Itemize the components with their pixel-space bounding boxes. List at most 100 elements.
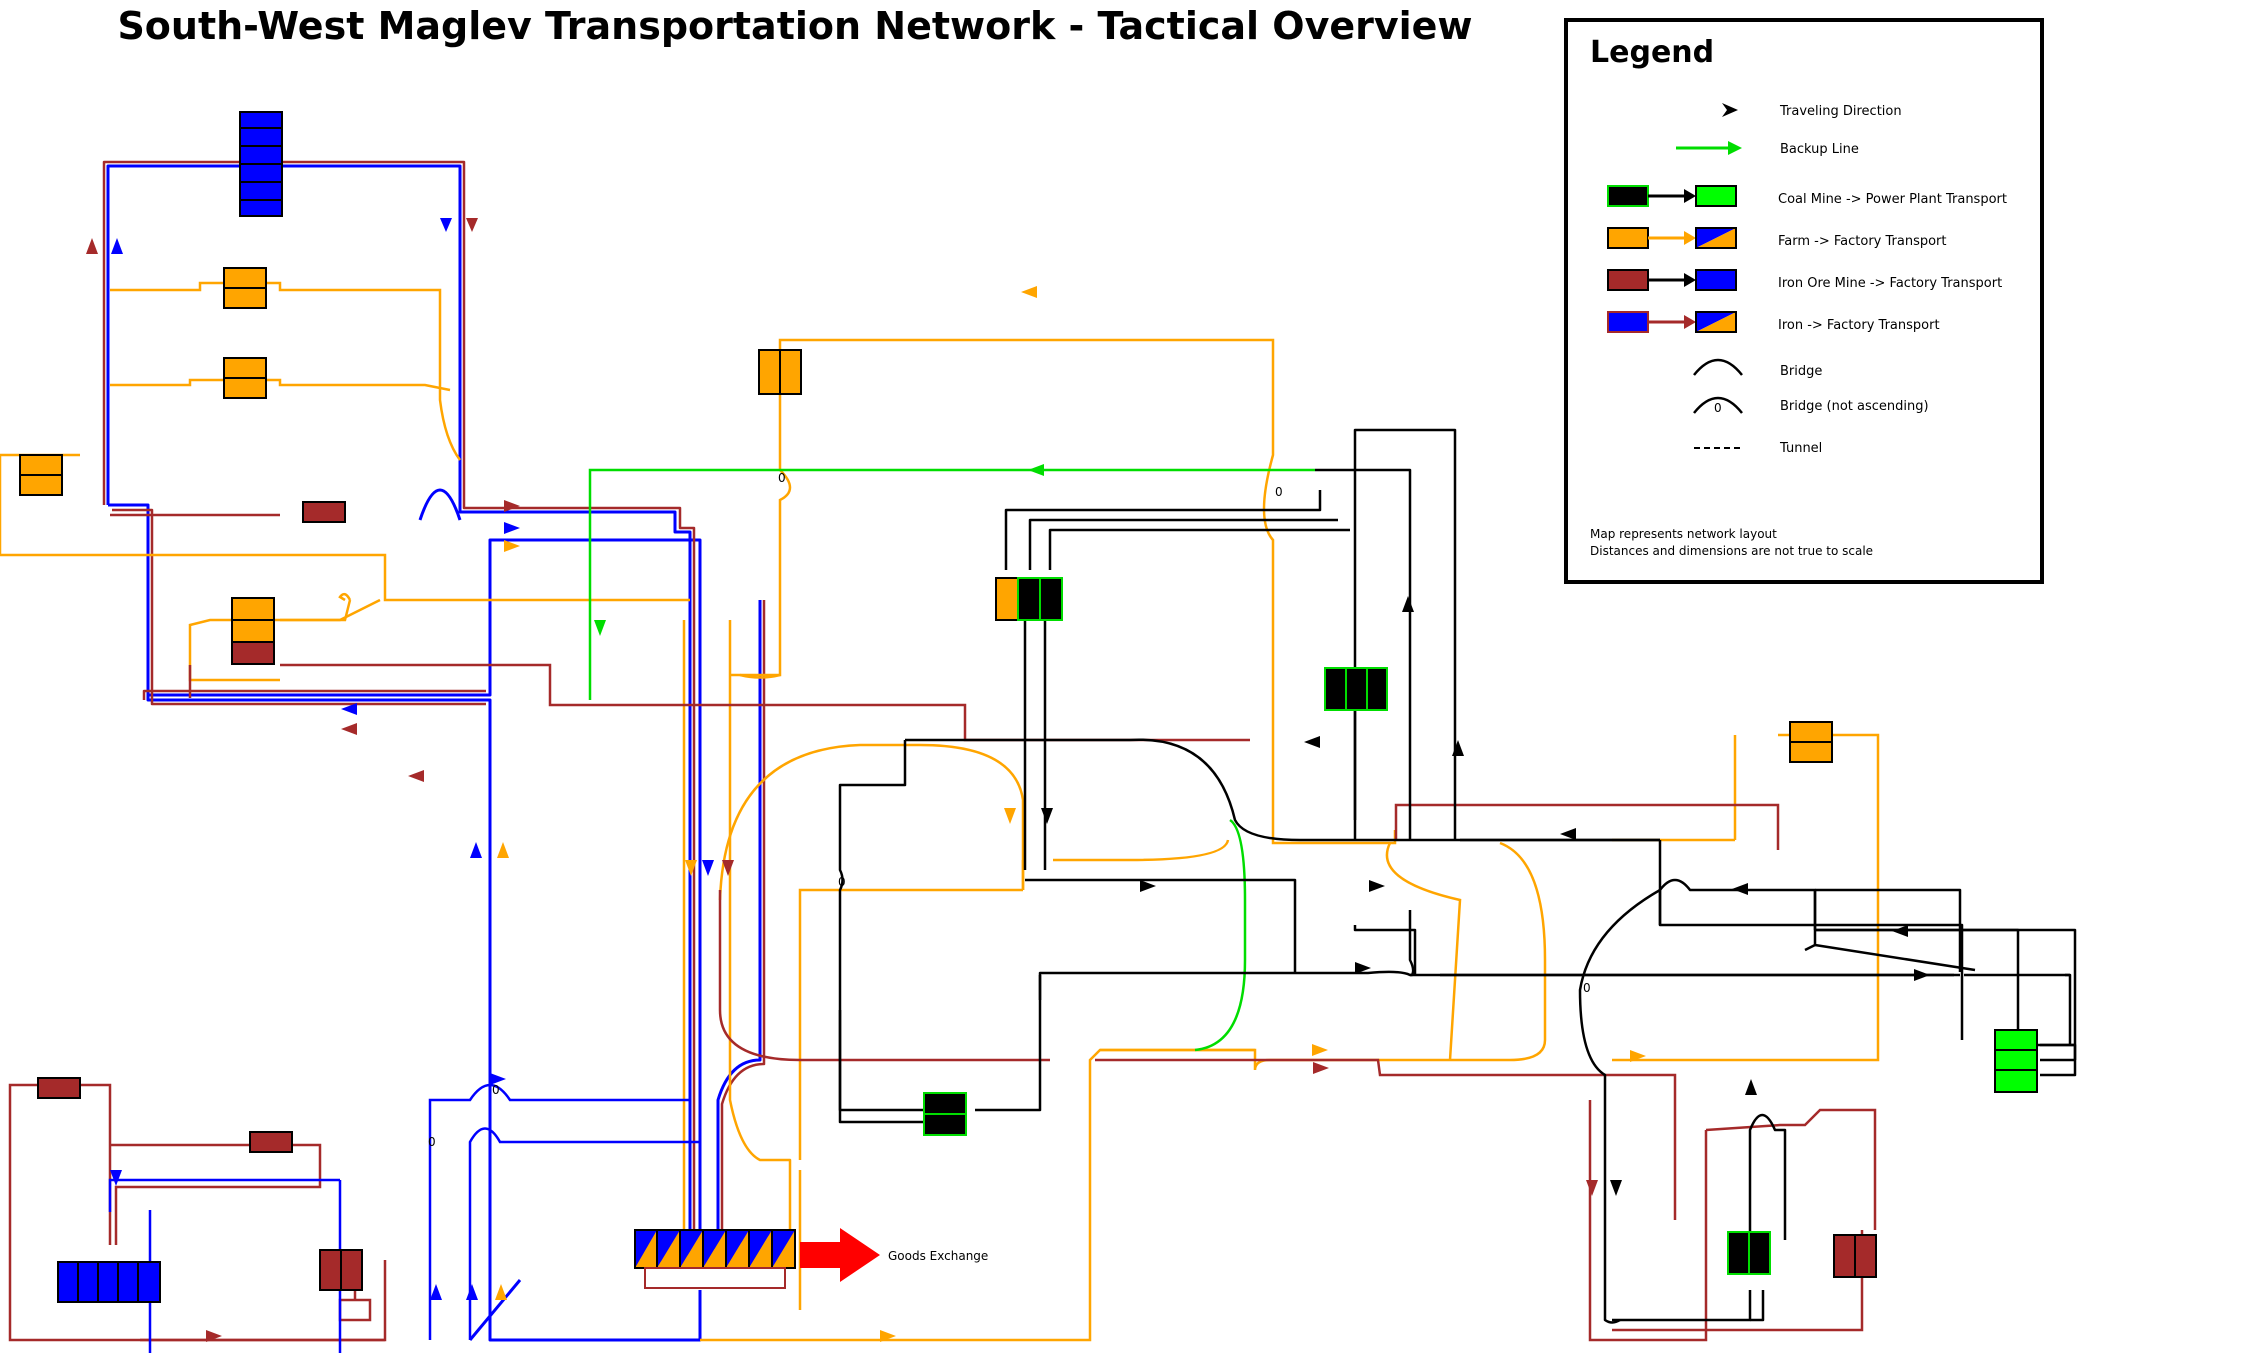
farm-station-2 <box>223 357 267 399</box>
legend-coal: Coal Mine -> Power Plant Transport <box>1607 185 2007 207</box>
legend-farm: Farm -> Factory Transport <box>1607 227 1947 249</box>
svg-text:0: 0 <box>1583 981 1591 995</box>
legend-label-ironore: Iron Ore Mine -> Factory Transport <box>1778 276 2002 291</box>
direction-arrow-icon <box>1722 103 1738 117</box>
legend-label-backup: Backup Line <box>1780 142 1859 157</box>
direction-arrow-icon <box>1028 464 1044 476</box>
direction-arrow-icon <box>1369 880 1385 892</box>
direction-arrow-icon <box>504 522 520 534</box>
direction-arrow-icon <box>430 1284 442 1300</box>
direction-arrow-icon <box>722 860 734 876</box>
bridge-marker-label: 0 <box>1714 401 1722 415</box>
iron-ore-mine-bottom-left <box>319 1249 363 1291</box>
direction-arrow-icon <box>594 620 606 636</box>
legend: Legend Traveling Direction Backup Line C… <box>1564 18 2044 584</box>
farm-station-right <box>1789 721 1833 763</box>
direction-arrow-icon <box>490 1073 506 1085</box>
svg-text:0: 0 <box>428 1135 436 1149</box>
direction-arrow-icon <box>1610 1180 1622 1196</box>
legend-note-2: Distances and dimensions are not true to… <box>1590 544 1873 558</box>
bridge-not-ascending-icon <box>1693 396 1743 414</box>
direction-arrow-icon <box>1041 808 1053 824</box>
direction-arrow-icon <box>685 860 697 876</box>
iron-source-icon <box>1607 311 1649 333</box>
direction-arrow-icon <box>341 703 357 715</box>
direction-arrow-icon <box>206 1330 222 1342</box>
power-plant <box>1994 1029 2038 1093</box>
legend-label-direction: Traveling Direction <box>1779 104 1902 119</box>
svg-text:0: 0 <box>778 471 786 485</box>
direction-arrow-icon <box>86 238 98 254</box>
legend-iron: Iron -> Factory Transport <box>1607 311 1940 333</box>
legend-box <box>1564 18 2044 584</box>
iron-ore-depot-2 <box>37 1077 81 1099</box>
bridge-icon <box>1693 358 1743 376</box>
bridge-markers: 0 0 0 0 0 0 <box>428 471 1591 1149</box>
direction-arrow-icon <box>504 500 520 512</box>
direction-arrow-icon <box>408 770 424 782</box>
direction-arrow-icon <box>702 860 714 876</box>
direction-arrow-icon <box>1312 1044 1328 1056</box>
direction-arrow-icon <box>440 218 452 232</box>
farm-station-top <box>758 349 802 395</box>
iron-ore-mine-bottom-right <box>1833 1234 1877 1278</box>
legend-note-1: Map represents network layout <box>1590 527 1777 541</box>
legend-label-iron: Iron -> Factory Transport <box>1778 318 1940 333</box>
legend-bridge-na: 0 Bridge (not ascending) <box>1693 396 1929 415</box>
coal-mine-mixed <box>995 577 1063 621</box>
legend-tunnel: Tunnel <box>1694 441 1822 456</box>
iron-lines <box>102 160 792 1342</box>
direction-arrow-icon <box>1560 828 1576 840</box>
iron-factory-top <box>239 111 283 217</box>
direction-arrow-icon <box>1004 808 1016 824</box>
direction-arrow-icon <box>1892 925 1908 937</box>
iron-ore-mine-icon <box>1607 269 1649 291</box>
direction-arrow-icon <box>495 1284 507 1300</box>
legend-label-coal: Coal Mine -> Power Plant Transport <box>1778 192 2007 207</box>
direction-arrow-icon <box>497 842 509 858</box>
goods-exchange-label: Goods Exchange <box>888 1249 988 1263</box>
legend-direction: Traveling Direction <box>1722 103 1902 119</box>
direction-arrow-icon <box>1630 1050 1646 1062</box>
legend-label-tunnel: Tunnel <box>1779 441 1822 456</box>
legend-title: Legend <box>1590 35 1714 70</box>
legend-bridge: Bridge <box>1693 358 1822 379</box>
direction-arrow-icon <box>1304 736 1320 748</box>
coal-mine-bottom-right <box>1727 1231 1771 1275</box>
legend-label-bridge-na: Bridge (not ascending) <box>1780 399 1929 414</box>
iron-factory-bottom-left <box>57 1261 161 1303</box>
backup-lines <box>588 468 1315 1052</box>
farm-icon <box>1607 227 1649 249</box>
direction-arrow-icon <box>504 540 520 552</box>
iron-extra-lines <box>108 1083 700 1353</box>
direction-arrow-icon <box>1452 740 1464 756</box>
direction-arrow-icon <box>1914 969 1930 981</box>
coal-mine-icon <box>1607 185 1649 207</box>
direction-arrow-icon <box>1586 1180 1598 1196</box>
direction-arrow-icon <box>341 723 357 735</box>
factory-icon <box>1695 227 1737 249</box>
direction-arrow-icon <box>1021 286 1037 298</box>
coal-mine-lower <box>923 1092 967 1136</box>
power-plant-icon <box>1695 185 1737 207</box>
backup-arrow-icon <box>1728 141 1742 155</box>
legend-label-bridge: Bridge <box>1780 364 1822 379</box>
iron-ore-lines <box>8 513 1877 1342</box>
legend-ironore: Iron Ore Mine -> Factory Transport <box>1607 269 2002 291</box>
legend-label-farm: Farm -> Factory Transport <box>1778 234 1947 249</box>
direction-arrow-icon <box>110 1170 122 1186</box>
coal-mine-center <box>1324 667 1388 711</box>
direction-arrow-icon <box>470 842 482 858</box>
iron-icon <box>1695 269 1737 291</box>
direction-arrow-icon <box>880 1330 896 1342</box>
factory-target-icon <box>1695 311 1737 333</box>
farm-station-left <box>19 454 63 496</box>
direction-arrow-icon <box>466 218 478 232</box>
svg-text:0: 0 <box>838 875 846 889</box>
iron-ore-depot-1 <box>302 501 346 523</box>
mixed-station-left <box>231 597 275 665</box>
goods-exchange: Goods Exchange <box>800 1228 988 1282</box>
direction-arrow-icon <box>1745 1079 1757 1095</box>
direction-arrows <box>86 218 1930 1342</box>
direction-arrow-icon <box>111 238 123 254</box>
